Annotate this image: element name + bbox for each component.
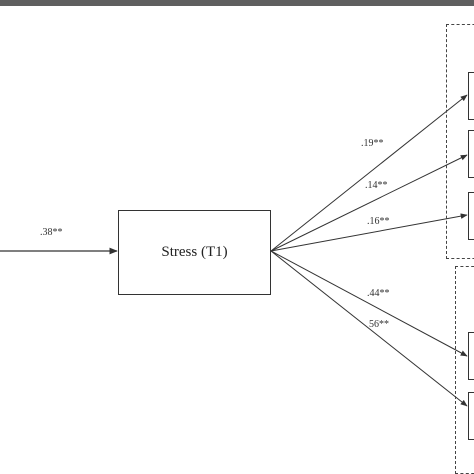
outcome-box-4 [468,332,474,380]
upper-path-3-coefficient: .16** [367,216,390,227]
outcome-box-5 [468,392,474,440]
outcome-box-1 [468,72,474,120]
lower-path-2-coefficient: 56** [369,319,389,330]
outcome-box-2 [468,130,474,178]
incoming-path-coefficient: .38** [40,227,63,238]
upper-path-3-arrow [270,213,468,252]
upper-path-1-coefficient: .19** [361,138,384,149]
stress-t1-label: Stress (T1) [161,244,228,260]
upper-path-2-coefficient: .14** [365,180,388,191]
top-frame-border [0,0,474,6]
lower-path-1-coefficient: .44** [367,288,390,299]
upper-outcome-group [446,24,474,259]
upper-path-1-arrow [270,94,468,252]
stress-t1-node: Stress (T1) [118,210,271,295]
lower-path-1-arrow [270,250,468,357]
outcome-box-3 [468,192,474,240]
upper-path-2-arrow [270,154,468,252]
lower-path-2-arrow [270,250,468,407]
